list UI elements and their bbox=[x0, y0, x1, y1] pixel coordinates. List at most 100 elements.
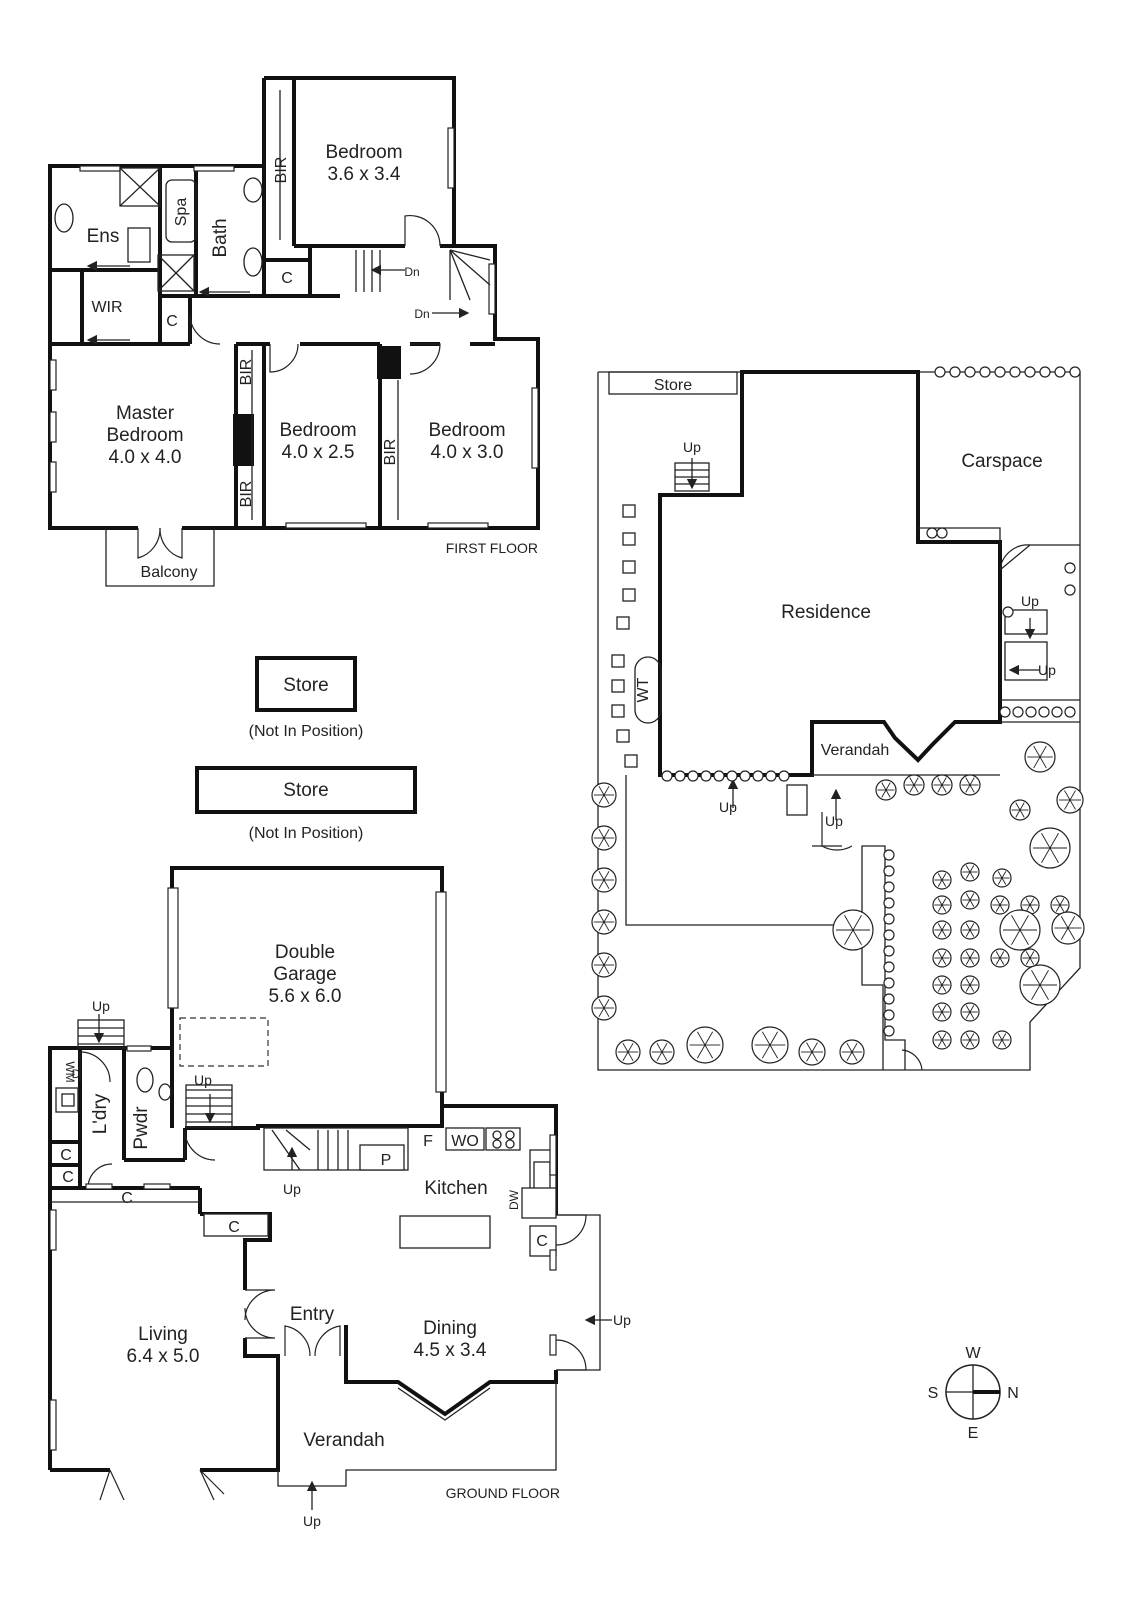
fridge-label: F bbox=[423, 1133, 433, 1150]
shrub-symbol bbox=[1012, 706, 1024, 718]
bedroom-mid-size: 4.0 x 2.5 bbox=[282, 442, 355, 463]
site-up-2: Up bbox=[719, 799, 737, 815]
shrub-symbol bbox=[1025, 706, 1037, 718]
compass-north: N bbox=[1007, 1385, 1019, 1402]
shrub-symbol bbox=[883, 1025, 895, 1037]
compass-east: E bbox=[968, 1425, 979, 1442]
store-1-note: (Not In Position) bbox=[249, 723, 364, 740]
shrub-symbol bbox=[1038, 706, 1050, 718]
carspace-label: Carspace bbox=[961, 451, 1042, 472]
stores: Store (Not In Position) Store (Not In Po… bbox=[195, 656, 417, 842]
dining-size: 4.5 x 3.4 bbox=[414, 1340, 487, 1361]
verandah-label: Verandah bbox=[303, 1430, 384, 1451]
shrub-symbol bbox=[883, 897, 895, 909]
shrub-symbol bbox=[752, 770, 764, 782]
shrub-symbol bbox=[674, 770, 686, 782]
dryer-label: D bbox=[72, 1067, 81, 1081]
shrub-symbol bbox=[1024, 366, 1036, 378]
store-1-label: Store bbox=[283, 675, 328, 696]
shrub-symbol bbox=[765, 770, 777, 782]
dishwasher-label: DW bbox=[507, 1189, 521, 1210]
dining-label: Dining bbox=[423, 1318, 477, 1339]
shrub-symbol bbox=[883, 849, 895, 861]
residence-label: Residence bbox=[781, 602, 871, 623]
first-floor-stairs bbox=[355, 249, 491, 301]
shrub-symbol bbox=[661, 770, 673, 782]
compass-south: S bbox=[928, 1385, 939, 1402]
bir-top-label: BIR bbox=[273, 157, 290, 184]
site-plan: Store Up Carspace Residence Up Up WT Ver… bbox=[591, 366, 1085, 1071]
wall-oven-label: WO bbox=[451, 1133, 479, 1150]
shrub-symbol bbox=[883, 881, 895, 893]
shrub-symbol bbox=[1064, 584, 1076, 596]
bedroom-top-size: 3.6 x 3.4 bbox=[328, 164, 401, 185]
shrub-symbol bbox=[1054, 366, 1066, 378]
shrub-symbol bbox=[778, 770, 790, 782]
shrub-symbol bbox=[883, 993, 895, 1005]
shrub-symbol bbox=[979, 366, 991, 378]
compass-west: W bbox=[965, 1345, 981, 1362]
cupboard-entry: C bbox=[228, 1219, 240, 1236]
cupboard-laundry-2: C bbox=[62, 1169, 74, 1186]
shrub-symbol bbox=[1069, 366, 1081, 378]
bir-master-bottom-label: BIR bbox=[238, 481, 255, 508]
garage-size: 5.6 x 6.0 bbox=[269, 986, 342, 1007]
store-2-label: Store bbox=[283, 780, 328, 801]
shrub-symbol bbox=[883, 913, 895, 925]
shrub-symbol bbox=[1051, 706, 1063, 718]
cupboard-laundry-1: C bbox=[60, 1147, 72, 1164]
first-floor-plan: Bedroom 3.6 x 3.4 BIR Ens Spa Bath WIR C… bbox=[48, 76, 540, 587]
shrub-symbol bbox=[700, 770, 712, 782]
water-tank-label: WT bbox=[635, 677, 652, 702]
stairs-down-2-label: Dn bbox=[414, 307, 429, 321]
cupboard-hall: C bbox=[121, 1190, 133, 1207]
bir-right-label: BIR bbox=[382, 439, 399, 466]
shrub-symbol bbox=[936, 527, 948, 539]
master-line1: Master bbox=[116, 403, 175, 424]
site-up-3: Up bbox=[825, 813, 843, 829]
stairs-down-label: Dn bbox=[404, 265, 419, 279]
site-up-carspace-2: Up bbox=[1038, 662, 1056, 678]
shrub-symbol bbox=[739, 770, 751, 782]
ensuite-label: Ens bbox=[87, 226, 120, 247]
powder-label: Pwdr bbox=[131, 1106, 152, 1150]
up-dining-door: Up bbox=[613, 1312, 631, 1328]
living-size: 6.4 x 5.0 bbox=[127, 1346, 200, 1367]
ground-floor-plan: Double Garage 5.6 x 6.0 Up Up WM D L'dry… bbox=[48, 866, 631, 1529]
bedroom-right-size: 4.0 x 3.0 bbox=[431, 442, 504, 463]
bedroom-top-label: Bedroom bbox=[325, 142, 402, 163]
bir-master-top-label: BIR bbox=[238, 359, 255, 386]
shrub-symbol bbox=[883, 945, 895, 957]
shrub-symbol bbox=[883, 961, 895, 973]
pantry-label: P bbox=[381, 1152, 392, 1169]
balcony-label: Balcony bbox=[141, 564, 198, 581]
shrub-symbol bbox=[883, 929, 895, 941]
up-garage-stairs: Up bbox=[194, 1072, 212, 1088]
kitchen-label: Kitchen bbox=[424, 1178, 487, 1199]
up-laundry-stairs: Up bbox=[92, 998, 110, 1014]
shrub-symbol bbox=[964, 366, 976, 378]
compass: W S N E bbox=[928, 1345, 1019, 1442]
up-verandah: Up bbox=[303, 1513, 321, 1529]
bedroom-mid-label: Bedroom bbox=[279, 420, 356, 441]
garage-line2: Garage bbox=[273, 964, 336, 985]
entry-label: Entry bbox=[290, 1304, 335, 1325]
shrub-symbol bbox=[994, 366, 1006, 378]
wir-label: WIR bbox=[91, 299, 122, 316]
shrub-symbol bbox=[934, 366, 946, 378]
store-2-note: (Not In Position) bbox=[249, 825, 364, 842]
master-line2: Bedroom bbox=[106, 425, 183, 446]
shrub-symbol bbox=[1039, 366, 1051, 378]
shrub-symbol bbox=[1009, 366, 1021, 378]
shrub-symbol bbox=[883, 1009, 895, 1021]
master-size: 4.0 x 4.0 bbox=[109, 447, 182, 468]
ground-floor-caption: GROUND FLOOR bbox=[446, 1485, 560, 1501]
shrub-symbol bbox=[926, 527, 938, 539]
garage-line1: Double bbox=[275, 942, 335, 963]
cupboard-hall-label: C bbox=[166, 313, 178, 330]
shrub-symbol bbox=[1064, 562, 1076, 574]
shrub-symbol bbox=[1064, 706, 1076, 718]
up-main-stairs: Up bbox=[283, 1181, 301, 1197]
site-pavers bbox=[611, 504, 638, 768]
cupboard-stair-label: C bbox=[281, 270, 293, 287]
